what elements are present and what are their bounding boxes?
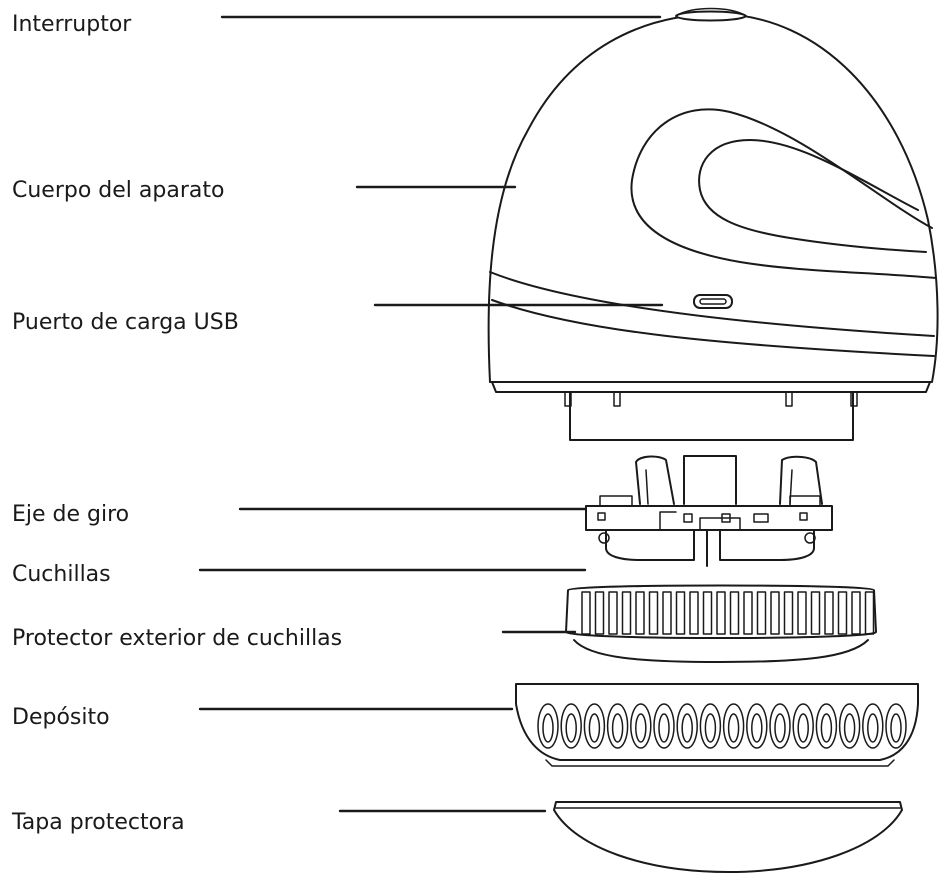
blade-guard-ribs [581,591,875,635]
vent-slot [537,703,559,749]
guard-rib [675,591,686,635]
guard-rib [770,591,780,635]
vent-slot [862,703,884,749]
guard-rib [864,591,875,635]
guard-rib [783,591,794,635]
container-part [515,683,919,767]
guard-rib [608,591,618,635]
vent-slot-inner [890,713,902,743]
vent-slot-inner [820,713,833,743]
guard-rib [851,591,861,635]
container-vent-slots [537,703,907,749]
label-container: Depósito [12,705,110,730]
guard-rib [716,591,726,635]
vent-slot-inner [681,713,693,743]
spin-axis-part [585,455,833,567]
label-switch: Interruptor [12,12,132,37]
guard-rib [810,591,821,635]
guard-rib [648,591,659,635]
vent-slot [583,703,606,749]
vent-slot-inner [774,713,786,743]
vent-slot [699,703,722,749]
vent-slot [606,703,629,749]
label-cap: Tapa protectora [12,810,185,835]
label-blade-guard: Protector exterior de cuchillas [12,626,343,651]
guard-rib [635,591,645,635]
guard-rib [702,591,713,635]
guard-rib [797,591,807,635]
vent-slot [722,703,745,749]
vent-slot-inner [704,713,717,743]
guard-rib [621,591,632,635]
vent-slot [653,703,675,749]
body-connector [564,391,858,441]
guard-rib [689,591,699,635]
vent-slot-inner [565,713,577,743]
guard-rib [662,591,672,635]
label-usb-port: Puerto de carga USB [12,310,239,335]
device-body [487,13,939,393]
switch-icon [675,7,747,22]
vent-slot [815,703,838,749]
vent-slot-inner [588,713,601,743]
cap-part [553,801,903,873]
vent-slot-inner [727,713,740,743]
vent-slot-inner [658,713,670,743]
vent-slot-inner [797,713,809,743]
vent-slot-inner [843,713,856,743]
guard-rib [729,591,740,635]
label-body: Cuerpo del aparato [12,178,225,203]
guard-rib [581,591,591,635]
blade-guard-part [565,584,877,663]
guard-rib [824,591,834,635]
vent-slot [560,703,582,749]
usb-port-icon [693,294,733,309]
vent-slot [676,703,698,749]
vent-slot [885,703,907,749]
guard-rib [743,591,753,635]
label-spin-axis: Eje de giro [12,502,130,527]
vent-slot [838,703,861,749]
guard-rib [594,591,605,635]
label-blades: Cuchillas [12,562,111,587]
vent-slot [630,703,652,749]
vent-slot [792,703,814,749]
guard-rib [756,591,767,635]
vent-slot-inner [635,713,647,743]
vent-slot-inner [611,713,624,743]
vent-slot-inner [867,713,879,743]
guard-rib [837,591,848,635]
vent-slot [769,703,791,749]
vent-slot-inner [542,713,554,743]
vent-slot [746,703,768,749]
vent-slot-inner [751,713,763,743]
